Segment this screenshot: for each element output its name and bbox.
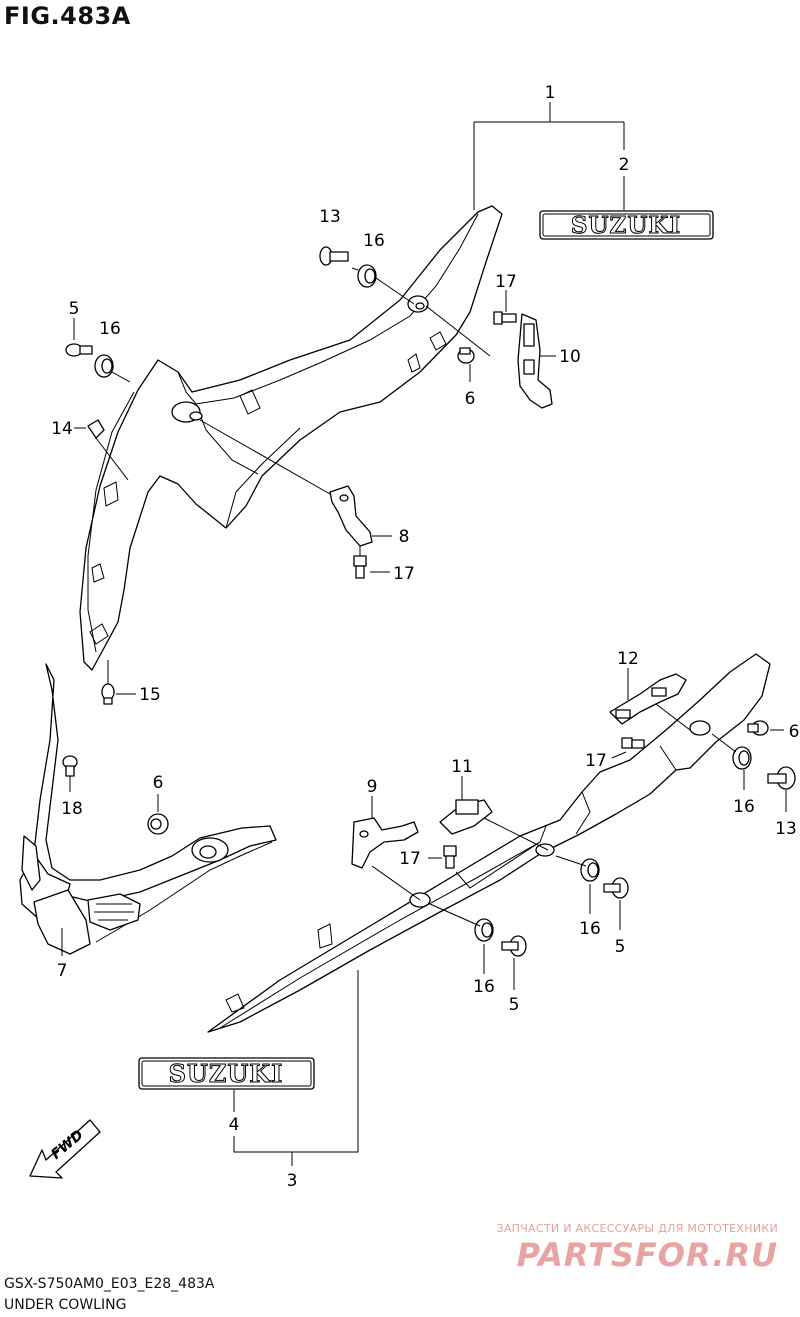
callout-16: 16 bbox=[733, 797, 755, 817]
callout-18: 18 bbox=[61, 799, 83, 819]
callout-17: 17 bbox=[393, 564, 415, 584]
callout-1: 1 bbox=[545, 83, 556, 103]
callout-5: 5 bbox=[509, 995, 520, 1015]
fasteners-lower bbox=[62, 720, 796, 957]
callout-labels: 1 2 13 16 17 5 16 10 6 14 8 17 15 12 6 1… bbox=[51, 83, 799, 1191]
callout-9: 9 bbox=[367, 777, 378, 797]
bracket-8 bbox=[329, 485, 373, 547]
callout-16: 16 bbox=[473, 977, 495, 997]
callout-6: 6 bbox=[789, 722, 800, 742]
fasteners-upper bbox=[65, 246, 517, 705]
fwd-arrow: FWD bbox=[29, 1119, 101, 1179]
figure-name: UNDER COWLING bbox=[4, 1297, 127, 1313]
callout-14: 14 bbox=[51, 419, 73, 439]
callout-16: 16 bbox=[99, 319, 121, 339]
suzuki-emblem-lower: SUZUKI bbox=[138, 1057, 315, 1090]
upper-cowling-part bbox=[79, 205, 503, 671]
callout-11: 11 bbox=[451, 757, 473, 777]
callout-17: 17 bbox=[495, 272, 517, 292]
bracket-11 bbox=[439, 799, 493, 835]
callout-10: 10 bbox=[559, 347, 581, 367]
lower-cowling-part bbox=[207, 653, 771, 1033]
callout-16: 16 bbox=[579, 919, 601, 939]
callout-12: 12 bbox=[617, 649, 639, 669]
callout-13: 13 bbox=[775, 819, 797, 839]
callout-17: 17 bbox=[585, 751, 607, 771]
callout-7: 7 bbox=[57, 961, 68, 981]
callout-16: 16 bbox=[363, 231, 385, 251]
callout-5: 5 bbox=[69, 299, 80, 319]
callout-15: 15 bbox=[139, 685, 161, 705]
figure-code: GSX-S750AM0_E03_E28_483A bbox=[4, 1276, 215, 1292]
watermark-brand: PARTSFOR.RU bbox=[516, 1236, 778, 1274]
figure-title: FIG.483A bbox=[4, 2, 131, 30]
emblem-text-lower: SUZUKI bbox=[169, 1059, 284, 1088]
watermark-tagline: ЗАПЧАСТИ И АКСЕССУАРЫ ДЛЯ МОТОТЕХНИКИ bbox=[496, 1222, 778, 1235]
callout-6: 6 bbox=[465, 389, 476, 409]
bracket-10 bbox=[517, 313, 553, 409]
callout-2: 2 bbox=[619, 155, 630, 175]
leader-lines bbox=[61, 102, 787, 1166]
callout-8: 8 bbox=[399, 527, 410, 547]
callout-6: 6 bbox=[153, 773, 164, 793]
callout-4: 4 bbox=[229, 1115, 240, 1135]
callout-3: 3 bbox=[287, 1171, 298, 1191]
emblem-text-upper: SUZUKI bbox=[571, 212, 681, 239]
callout-5: 5 bbox=[615, 937, 626, 957]
bracket-9 bbox=[351, 817, 419, 869]
suzuki-emblem-upper: SUZUKI bbox=[539, 210, 714, 240]
callout-13: 13 bbox=[319, 207, 341, 227]
callout-17: 17 bbox=[399, 849, 421, 869]
bracket-12 bbox=[609, 673, 687, 725]
part-7-side-cover bbox=[19, 663, 277, 955]
